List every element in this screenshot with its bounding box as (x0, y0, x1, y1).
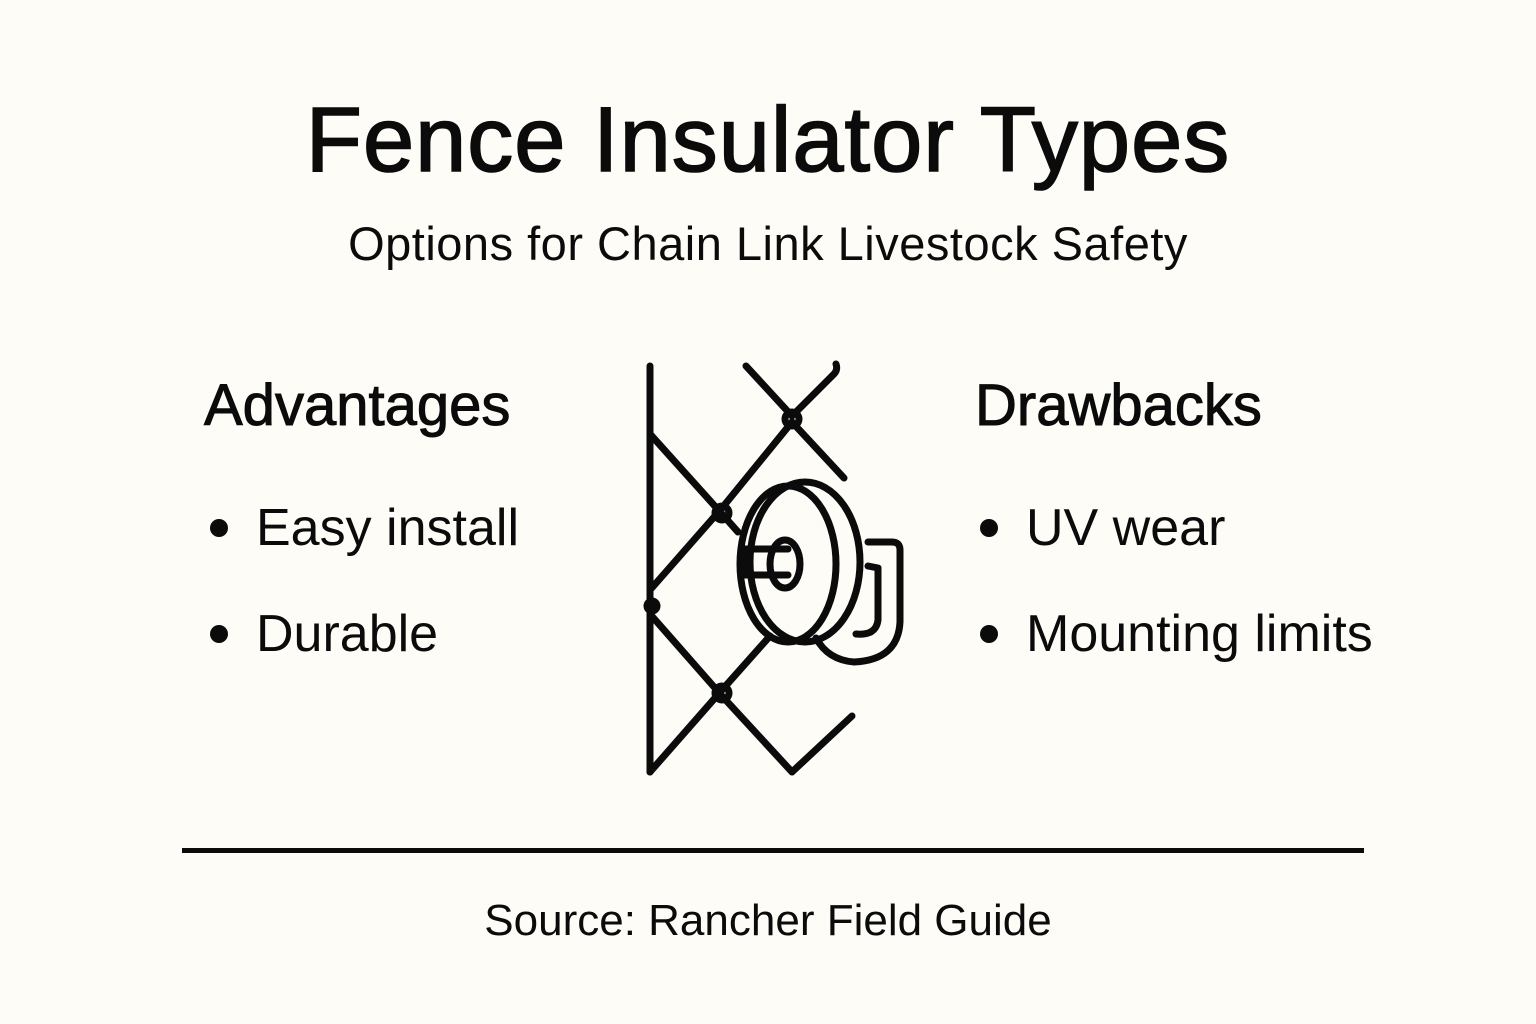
advantage-label: Easy install (256, 499, 519, 557)
page-subtitle: Options for Chain Link Livestock Safety (348, 217, 1188, 270)
advantage-item: Durable (210, 604, 438, 664)
advantages-heading: Advantages (203, 373, 511, 439)
chain-link-fence-insulator-icon (643, 360, 904, 776)
drawback-label: Mounting limits (1026, 605, 1373, 663)
bullet-dot-icon (980, 625, 998, 643)
bullet-dot-icon (210, 625, 228, 643)
advantage-item: Easy install (210, 498, 519, 558)
drawbacks-heading: Drawbacks (975, 373, 1263, 439)
drawback-item: Mounting limits (980, 604, 1373, 664)
page-title: Fence Insulator Types (305, 88, 1231, 192)
bullet-dot-icon (980, 519, 998, 537)
bullet-dot-icon (210, 519, 228, 537)
section-divider (182, 848, 1364, 853)
advantage-label: Durable (256, 605, 439, 663)
source-caption: Source: Rancher Field Guide (484, 896, 1052, 945)
drawback-label: UV wear (1026, 499, 1226, 557)
drawback-item: UV wear (980, 498, 1225, 558)
